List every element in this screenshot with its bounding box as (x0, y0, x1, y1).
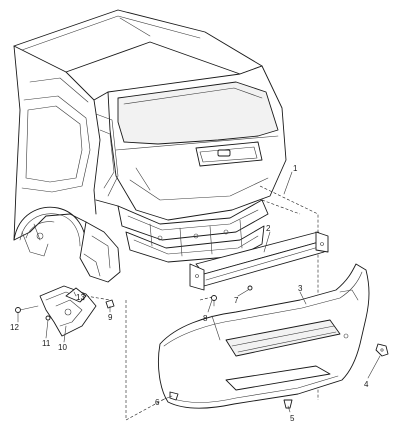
callout-8: 8 (203, 314, 208, 323)
callout-4: 4 (364, 380, 369, 389)
callout-9: 9 (108, 313, 113, 322)
bumper-fascia (157, 263, 370, 409)
callout-2: 2 (266, 224, 271, 233)
callout-5: 5 (290, 414, 295, 423)
callout-labels: 1 2 3 4 5 6 7 8 9 10 11 12 13 (10, 164, 369, 423)
callout-12: 12 (10, 323, 19, 332)
callout-13: 13 (76, 293, 85, 302)
bumper-side-bracket (15, 285, 97, 337)
callout-3: 3 (298, 284, 303, 293)
fasteners (105, 285, 389, 409)
callout-1: 1 (293, 164, 298, 173)
callout-11: 11 (42, 339, 51, 348)
callout-leaders (17, 171, 381, 413)
callout-7: 7 (234, 296, 239, 305)
callout-6: 6 (155, 398, 160, 407)
vehicle-body (13, 9, 287, 283)
bumper-impact-bar (189, 231, 329, 291)
callout-10: 10 (58, 343, 67, 352)
